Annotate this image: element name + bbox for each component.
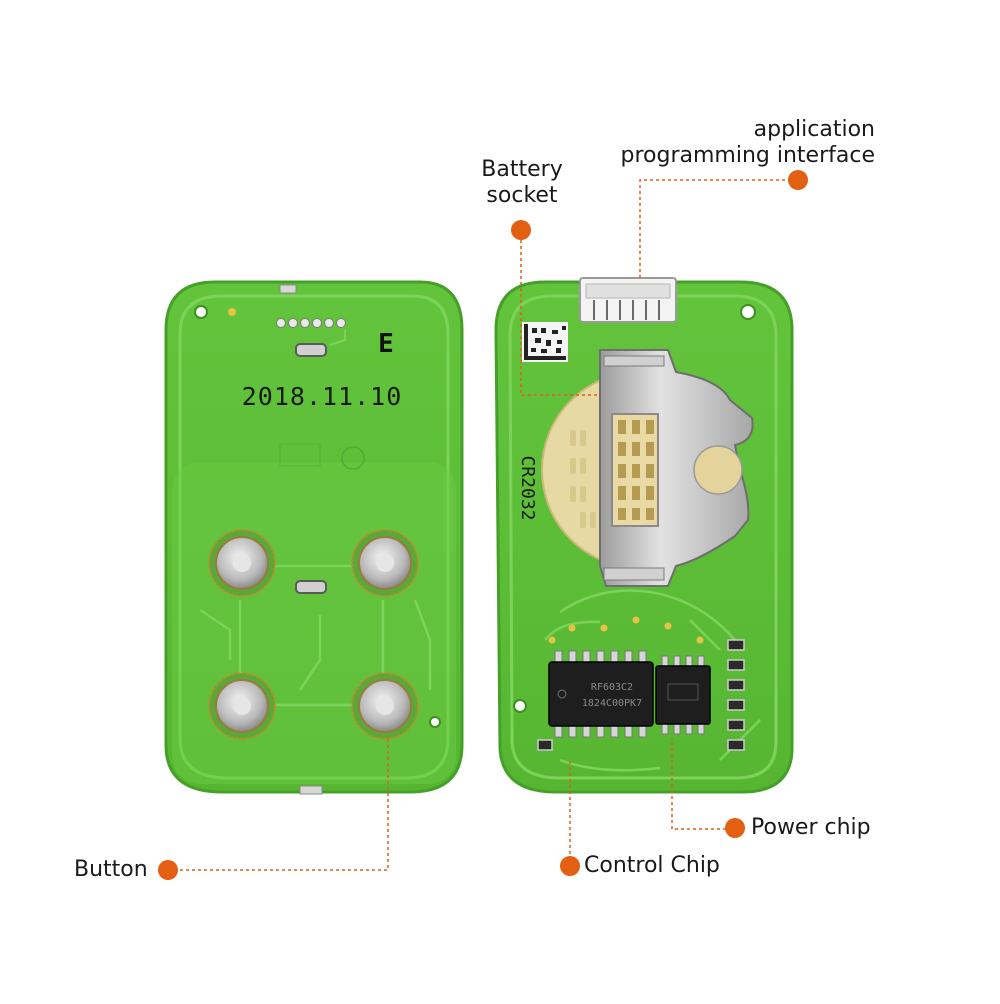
battery-disk-texture <box>570 430 596 528</box>
mount-hole <box>740 304 756 320</box>
button-pad <box>208 672 276 740</box>
battery-socket-label-line2: socket <box>486 183 558 208</box>
control-chip-label: Control Chip <box>584 853 720 878</box>
back-traces <box>544 589 761 772</box>
power-chip-leader <box>671 738 732 830</box>
api-dot <box>788 170 808 190</box>
front-lower-panel <box>172 462 456 784</box>
button-traces <box>199 564 432 707</box>
battery-socket-clip <box>599 349 754 587</box>
edge-pad-top <box>279 284 297 294</box>
faint-silkscreen-circle <box>341 446 365 470</box>
api-leader <box>639 179 797 280</box>
faint-silkscreen-box <box>279 443 321 467</box>
button-pad <box>351 529 419 597</box>
mount-hole <box>429 716 441 728</box>
front-pin-row <box>276 318 346 346</box>
front-smd-component <box>295 343 327 357</box>
api-label-line2: programming interface <box>620 143 875 168</box>
edge-pad-bottom <box>299 785 323 795</box>
battery-marking: CR2032 <box>517 455 538 520</box>
control-chip-dot <box>560 856 580 876</box>
mount-hole <box>513 699 527 713</box>
back-pcb: CR2032 RF603C2 1824C00PK7 <box>494 277 794 794</box>
front-center-component <box>295 580 327 594</box>
power-chip-dot <box>725 818 745 838</box>
button-leader <box>168 738 389 871</box>
button-pad <box>351 672 419 740</box>
data-matrix-code <box>522 322 568 362</box>
api-connector <box>579 277 677 323</box>
callout-dots <box>158 170 808 880</box>
button-pad <box>208 529 276 597</box>
smd-components <box>537 639 745 751</box>
callout-leaders <box>168 179 797 871</box>
battery-socket-label: Battery socket <box>452 157 592 209</box>
via-pad <box>228 308 236 316</box>
power-chip-label: Power chip <box>751 815 871 840</box>
chip-marking-1: RF603C2 <box>591 682 633 693</box>
logo-mark: E <box>378 329 394 359</box>
battery-socket-label-line1: Battery <box>481 157 563 182</box>
control-chip: RF603C2 1824C00PK7 <box>548 650 654 738</box>
back-vias <box>548 616 704 644</box>
battery-socket-dot <box>511 220 531 240</box>
mount-hole <box>194 305 208 319</box>
button-dot <box>158 860 178 880</box>
power-chip <box>655 655 711 735</box>
chip-marking-2: 1824C00PK7 <box>582 698 642 709</box>
front-pcb: E 2018.11.10 <box>164 280 464 795</box>
back-inner-trace <box>508 294 778 780</box>
api-label-line1: application <box>753 117 875 142</box>
date-code: 2018.11.10 <box>242 382 403 411</box>
api-label: application programming interface <box>560 117 875 169</box>
button-label: Button <box>74 857 148 882</box>
front-inner-trace <box>178 294 450 780</box>
